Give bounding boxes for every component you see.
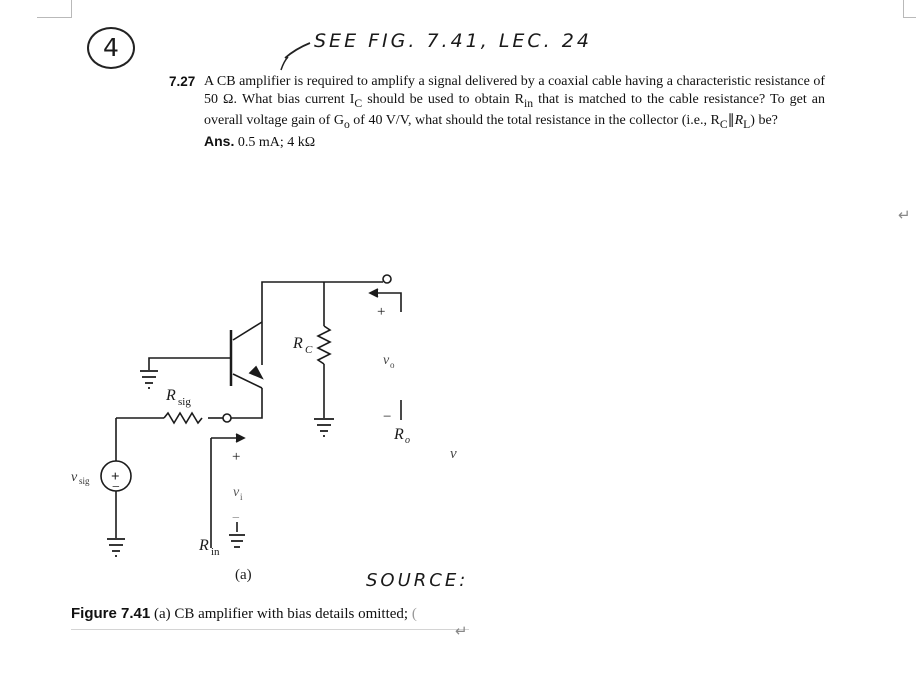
ro-label: R	[393, 426, 404, 443]
vsig-minus-sign: −	[112, 480, 120, 495]
handwritten-see-figure-note: SEE FIG. 7.41, LEC. 24	[314, 30, 592, 52]
transistor-emitter-lead	[232, 373, 263, 389]
vi-ground-symbol	[229, 534, 245, 548]
rsig-subscript: sig	[178, 396, 191, 408]
vi-minus-sign: −	[232, 511, 240, 526]
caption-underline	[71, 629, 469, 630]
rc-label: R	[292, 335, 303, 352]
stray-v-label: v	[450, 446, 457, 462]
caption-figure-number: Figure 7.41	[71, 605, 151, 622]
figure-caption: Figure 7.41 (a) CB amplifier with bias d…	[71, 605, 417, 623]
ro-subscript: o	[405, 435, 410, 446]
problem-block: 7.27 A CB amplifier is required to ampli…	[169, 73, 825, 152]
vo-plus-sign: +	[377, 304, 385, 320]
vi-label: v	[233, 485, 240, 500]
page-corner-mark-left	[37, 0, 72, 18]
problem-circle-badge: 4	[87, 27, 135, 69]
vsig-plus-sign: +	[111, 469, 120, 485]
emitter-wire	[231, 388, 263, 419]
vi-plus-sign: +	[232, 449, 240, 465]
vsig-ground-symbol	[107, 538, 125, 557]
answer-label: Ans.	[204, 133, 235, 150]
page-corner-mark-right	[903, 0, 916, 18]
vsig-subscript: sig	[79, 476, 90, 486]
rc-resistor	[316, 325, 332, 365]
output-terminal	[382, 274, 392, 284]
vo-subscript: o	[390, 360, 395, 370]
transistor-collector-lead	[232, 321, 263, 341]
vo-minus-sign: −	[383, 409, 391, 425]
collector-wire	[261, 281, 383, 365]
handwritten-source-note: SOURCE:	[366, 570, 469, 591]
rsig-resistor	[163, 411, 203, 425]
answer-value: 0.5 mA; 4 kΩ	[237, 135, 316, 151]
vo-label: v	[383, 353, 390, 368]
problem-statement: A CB amplifier is required to amplify a …	[204, 74, 826, 131]
input-terminal	[222, 413, 232, 423]
answer-line: Ans. 0.5 mA; 4 kΩ	[204, 133, 825, 152]
ro-arrow-wire	[370, 292, 402, 312]
rin-label: R	[198, 537, 209, 554]
rsig-label: R	[165, 387, 176, 404]
transistor-emitter-arrow	[248, 365, 264, 380]
caption-tail: (	[411, 606, 417, 622]
rin-subscript: in	[211, 546, 220, 558]
vi-subscript: i	[240, 492, 243, 502]
paragraph-return-mark: ↵	[898, 206, 911, 224]
caption-text: (a) CB amplifier with bias details omitt…	[153, 606, 409, 622]
rc-ground-symbol	[314, 418, 334, 437]
base-to-ground-wire	[148, 357, 231, 370]
caption-return-mark: ↵	[455, 622, 468, 640]
base-ground-symbol	[140, 370, 158, 389]
rc-subscript: C	[305, 344, 313, 356]
vsig-label: v	[71, 470, 78, 485]
ro-arrow-head	[368, 288, 379, 298]
rin-arrow-head	[235, 433, 246, 443]
problem-number: 7.27	[169, 74, 196, 89]
figure-sub-label: (a)	[235, 567, 252, 583]
